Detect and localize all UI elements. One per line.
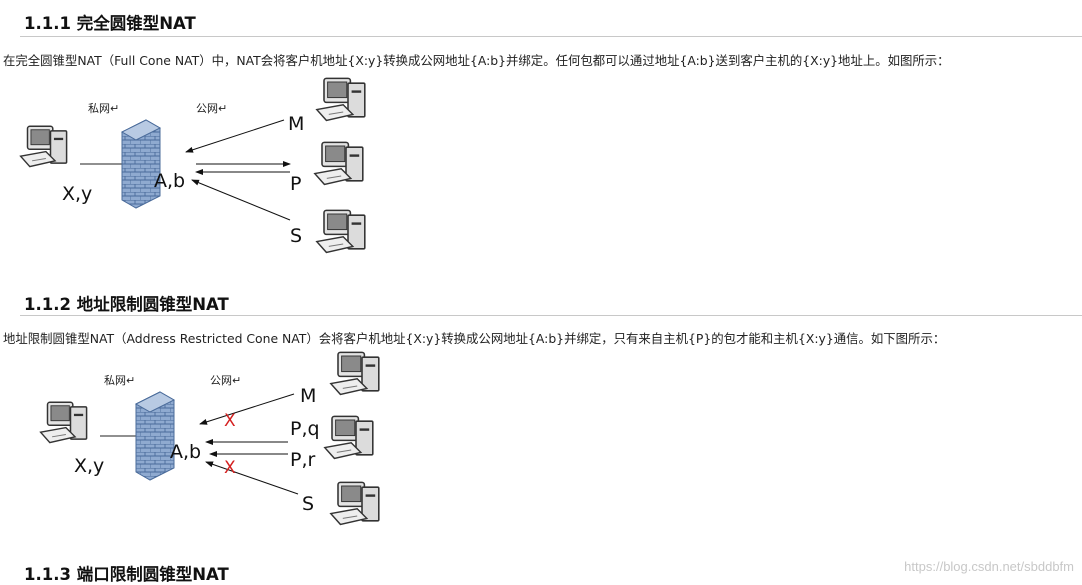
address-restricted-nat-diagram: 私网↵ 公网↵ X,y A,b X X M P,q P,r S [39,351,380,526]
host-s-computer-icon [316,209,366,254]
arrow-icon [205,461,299,495]
heading-rule [20,36,1082,37]
firewall-icon [120,119,162,209]
host-s-label: S [290,225,302,247]
arrow-icon [185,119,285,153]
client-address-label: X,y [74,455,104,477]
watermark: https://blog.csdn.net/sbddbfm [904,559,1074,574]
private-network-label: 私网↵ [88,102,119,115]
host-s-computer-icon [330,481,380,526]
client-address-label: X,y [62,183,92,205]
host-p-computer-icon [314,141,364,186]
blocked-mark: X [224,411,236,431]
section-heading-2: 1.1.2 地址限制圆锥型NAT [24,295,229,314]
arrow-icon [191,179,291,221]
heading-rule [20,315,1082,316]
full-cone-nat-diagram: 私网↵ 公网↵ X,y A,b M P S [19,77,366,254]
section-paragraph-1: 在完全圆锥型NAT（Full Cone NAT）中，NAT会将客户机地址{X:y… [3,53,950,68]
public-network-label: 公网↵ [210,374,241,387]
host-m-label: M [300,385,316,407]
arrow-icon [199,393,295,425]
private-network-label: 私网↵ [104,374,135,387]
public-network-label: 公网↵ [196,102,227,115]
host-pr-label: P,r [290,449,315,471]
nat-address-label: A,b [154,170,185,192]
client-computer-icon [39,401,88,444]
host-s-label: S [302,493,314,515]
client-computer-icon [19,125,68,168]
host-m-computer-icon [330,351,380,396]
host-p-computer-icon [324,415,374,460]
section-paragraph-2: 地址限制圆锥型NAT（Address Restricted Cone NAT）会… [3,331,946,346]
section-heading-1: 1.1.1 完全圆锥型NAT [24,14,196,33]
firewall-icon [134,391,176,481]
host-m-label: M [288,113,304,135]
nat-address-label: A,b [170,441,201,463]
blocked-mark: X [224,458,236,478]
section-heading-3: 1.1.3 端口限制圆锥型NAT [24,565,229,584]
host-p-label: P [290,173,301,195]
host-pq-label: P,q [290,418,320,440]
host-m-computer-icon [316,77,366,122]
